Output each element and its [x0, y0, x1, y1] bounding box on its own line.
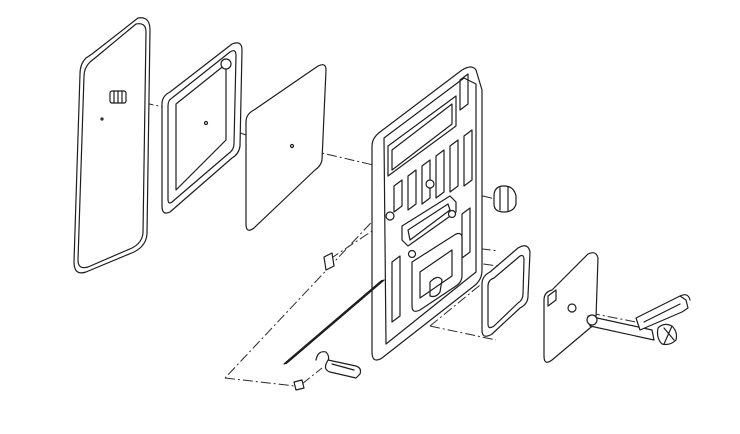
rod — [283, 279, 385, 365]
small-pin — [293, 379, 305, 391]
handle — [315, 351, 362, 379]
window-gasket — [481, 245, 531, 337]
plug-fitting — [100, 90, 127, 121]
outer-gasket — [73, 17, 151, 274]
knob-bolt — [586, 314, 678, 346]
bracket — [635, 294, 691, 331]
flat-sheet-panel — [245, 64, 327, 231]
cap-nut — [493, 185, 517, 213]
cover-plate — [543, 252, 599, 363]
inner-frame-panel — [161, 42, 243, 214]
pin — [323, 252, 335, 271]
ribbed-back-plate — [371, 66, 483, 361]
